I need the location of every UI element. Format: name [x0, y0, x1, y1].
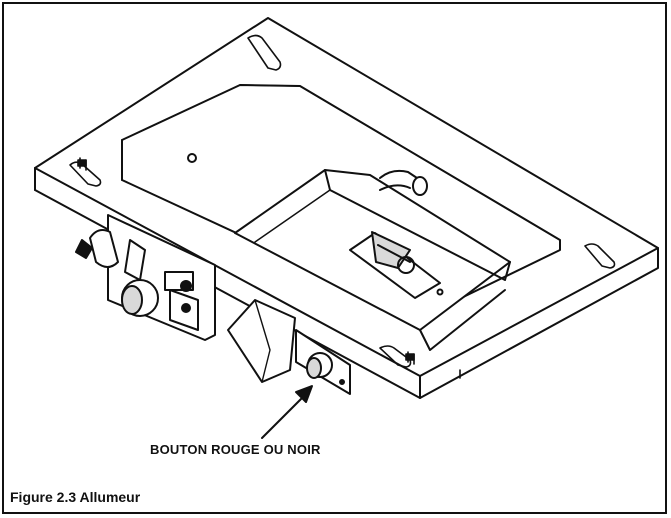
figure-caption: Figure 2.3 Allumeur	[10, 489, 141, 505]
gas-valve	[75, 214, 216, 341]
burner-tray	[234, 169, 511, 351]
igniter-bracket	[227, 299, 351, 395]
plate-screws	[77, 157, 461, 379]
callout-arrow	[261, 385, 313, 439]
red-or-black-button-label: BOUTON ROUGE OU NOIR	[150, 442, 321, 457]
